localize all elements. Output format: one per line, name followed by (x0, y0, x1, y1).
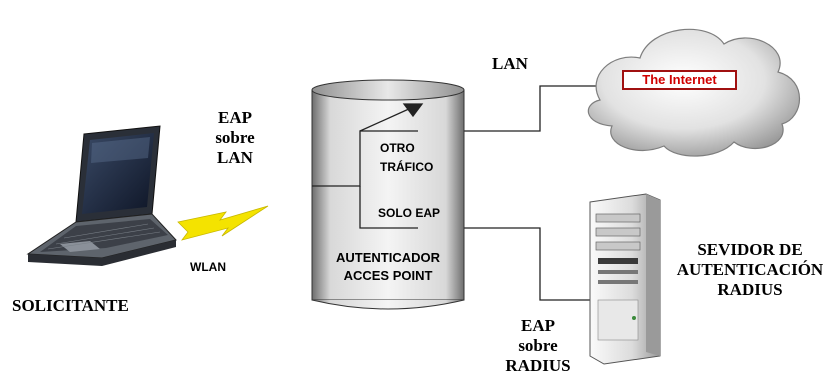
wireless-bolt-icon (177, 205, 269, 241)
access-point-box (311, 79, 465, 310)
lan-label: LAN (492, 54, 528, 73)
wlan-label: WLAN (190, 260, 226, 274)
autenticador-label: AUTENTICADOR ACCES POINT (336, 250, 440, 283)
switch-icon (312, 103, 424, 229)
solo-eap-label: SOLO EAP (378, 206, 441, 220)
server-icon (589, 193, 661, 365)
laptop-icon (26, 125, 177, 266)
lan-link (418, 85, 602, 132)
cloud-icon (587, 28, 801, 157)
solicitante-label: SOLICITANTE (12, 296, 129, 315)
radius-link (418, 227, 590, 301)
servidor-label: SEVIDOR DE AUTENTICACIÓN RADIUS (676, 240, 824, 299)
connection-lines (418, 85, 602, 301)
eap-radius-label: EAP sobre RADIUS (505, 316, 571, 375)
eap-lan-label: EAP sobre LAN (215, 108, 255, 167)
internet-label: The Internet (622, 70, 737, 90)
laptop-keys (47, 223, 161, 250)
otro-trafico-label: OTRO TRÁFICO (380, 141, 434, 174)
